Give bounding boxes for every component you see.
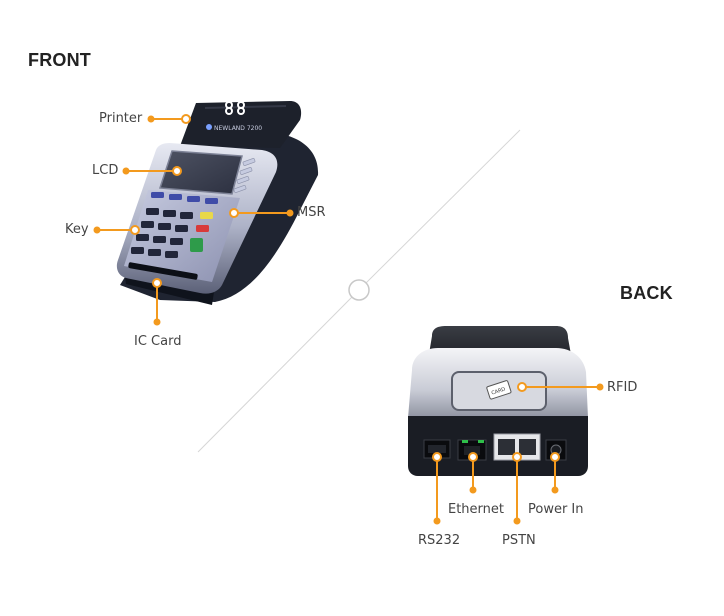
callout-key xyxy=(93,225,140,235)
printer-digits-icon xyxy=(225,101,245,115)
callouts xyxy=(93,114,604,525)
label-ic-card: IC Card xyxy=(134,334,182,349)
front-terminal-image: NEWLAND 7200 xyxy=(116,101,319,305)
callout-power-in xyxy=(550,452,560,494)
callout-lcd xyxy=(122,166,182,176)
callout-msr xyxy=(229,208,294,218)
label-key: Key xyxy=(65,222,89,237)
callout-ethernet xyxy=(468,452,478,494)
divider-circle xyxy=(348,279,370,301)
svg-text:CARD: CARD xyxy=(491,386,507,396)
label-printer: Printer xyxy=(99,111,143,126)
device-brand: NEWLAND 7200 xyxy=(214,125,262,132)
label-msr: MSR xyxy=(297,205,326,220)
label-power-in: Power In xyxy=(528,502,584,517)
divider xyxy=(197,129,521,453)
rfid-card-icon: CARD xyxy=(486,380,512,400)
callout-rfid xyxy=(517,382,604,392)
callout-rs232 xyxy=(432,452,442,525)
label-ethernet: Ethernet xyxy=(448,502,504,517)
front-heading: FRONT xyxy=(28,50,91,70)
label-rfid: RFID xyxy=(607,380,638,395)
label-pstn: PSTN xyxy=(502,533,536,548)
callout-pstn xyxy=(512,452,522,525)
callout-printer xyxy=(147,114,191,124)
back-terminal-image: CARD xyxy=(408,326,588,476)
label-lcd: LCD xyxy=(92,163,119,178)
label-rs232: RS232 xyxy=(418,533,461,548)
callout-ic-card xyxy=(152,278,162,326)
back-heading: BACK xyxy=(620,283,673,303)
